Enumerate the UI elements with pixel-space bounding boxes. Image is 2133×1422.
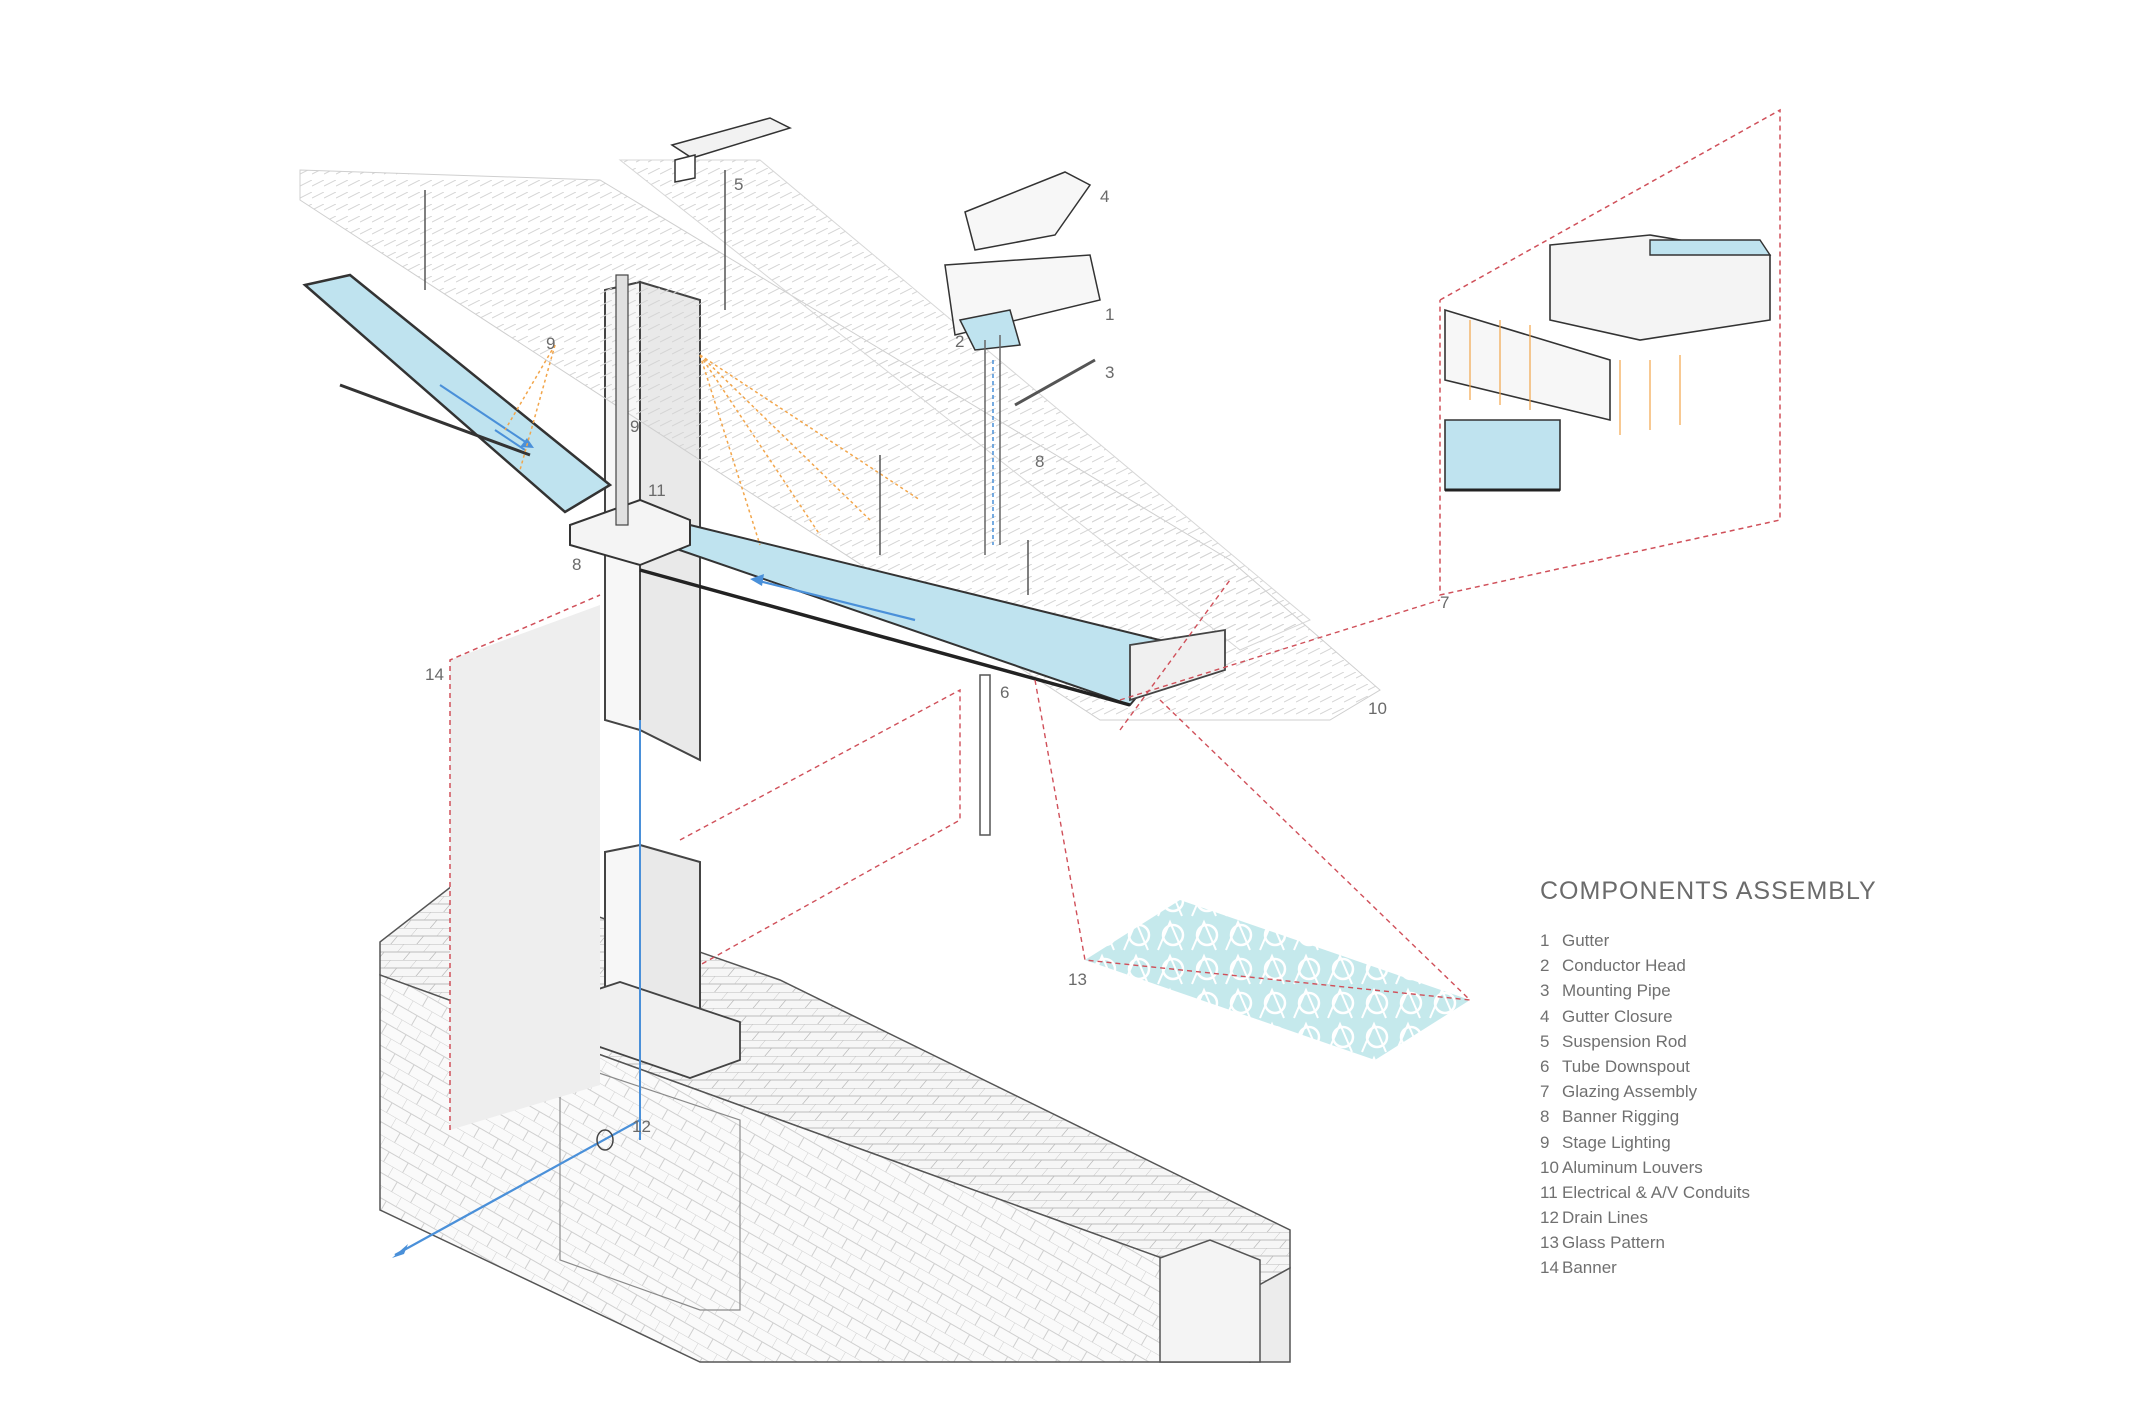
stage-lighting-beams: [504, 344, 921, 546]
callout-1: 1: [1105, 305, 1114, 324]
gutter-closure: [964, 171, 1092, 251]
legend-title: COMPONENTS ASSEMBLY: [1540, 877, 1877, 905]
callout-2: 2: [955, 332, 964, 351]
callout-8b: 8: [572, 555, 581, 574]
callout-numbers: 1 2 3 4 5 6 7 8 8 9 9 10 11 12 13 14: [425, 175, 1449, 1136]
suspension-rods: [424, 170, 1029, 595]
end-pier: [1159, 1239, 1261, 1363]
central-node: [569, 274, 691, 567]
left-flow-arrow: [439, 384, 531, 446]
left-gutter: [302, 273, 613, 514]
callout-7: 7: [1440, 593, 1449, 612]
suspension-rod-beam: [670, 117, 793, 183]
tube-downspout: [979, 335, 1001, 836]
callout-11: 11: [648, 481, 666, 500]
callout-9b: 9: [630, 417, 639, 436]
callout-6: 6: [1000, 683, 1009, 702]
callout-5: 5: [734, 175, 743, 194]
callout-14: 14: [425, 665, 444, 684]
callout-13: 13: [1068, 970, 1087, 989]
callout-4: 4: [1100, 187, 1109, 206]
callout-9a: 9: [546, 334, 555, 353]
callout-10: 10: [1368, 699, 1387, 718]
right-flow-arrow: [754, 578, 916, 622]
mounting-pipe: [1014, 358, 1096, 407]
right-gutter: [639, 523, 1226, 707]
callout-3: 3: [1105, 363, 1114, 382]
aluminum-louvers: [299, 159, 1381, 721]
gutter-section: [944, 254, 1101, 351]
callout-8a: 8: [1035, 452, 1044, 471]
callout-12: 12: [632, 1117, 651, 1136]
dashed-guides: [679, 579, 1441, 966]
glazing-assembly-detail: [1439, 108, 1781, 596]
banner-guide: [449, 594, 601, 1130]
glass-pattern-guide: [1034, 679, 1472, 1001]
banner-panel: [450, 605, 600, 1130]
footing-block: [559, 1059, 741, 1311]
